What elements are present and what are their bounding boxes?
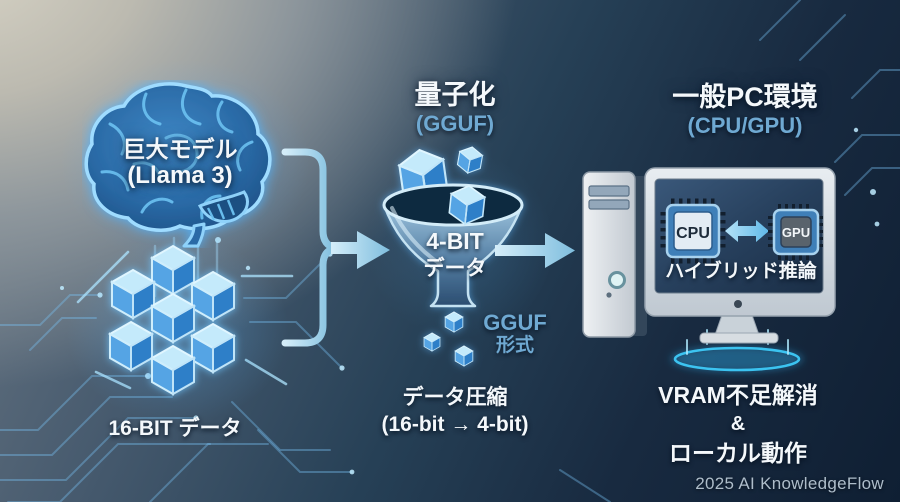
brain-icon (84, 82, 272, 248)
cpu-chip-label: CPU (676, 225, 710, 242)
gguf-format-line2: 形式 (495, 335, 534, 357)
glow-platform (671, 346, 803, 372)
tower-led (606, 292, 612, 298)
gguf-format-line1: GGUF (483, 310, 547, 335)
quantization-subtitle: (GGUF) (415, 111, 495, 136)
16bit-data-label: 16-BIT データ (108, 417, 242, 440)
pc-tower-icon (582, 171, 636, 338)
funnel-4bit-line1: 4-BIT (426, 228, 484, 254)
model-title: 巨大モデル (Llama 3) (95, 136, 265, 190)
flow-arrow-icon (495, 233, 575, 268)
gguf-format-label: GGUF 形式 (475, 310, 555, 357)
benefit-line2: & (730, 413, 746, 436)
cpu-gpu-arrow-icon (725, 220, 769, 242)
monitor-webcam-dot (734, 300, 742, 308)
compression-caption: データ圧縮 (16-bit → 4-bit) (355, 384, 555, 439)
pc-illustration: CPU GPU (582, 167, 836, 372)
benefits-label: VRAM不足解消 & ローカル動作 (638, 380, 838, 469)
compression-caption-line1: データ圧縮 (402, 386, 508, 409)
compression-caption-line2: (16-bit → 4-bit) (381, 413, 529, 437)
pc-env-subtitle: (CPU/GPU) (687, 113, 803, 138)
benefit-line3: ローカル動作 (669, 440, 807, 467)
model-title-line2: (Llama 3) (127, 162, 233, 190)
tower-power-button (608, 271, 626, 289)
merge-bracket-arrow-icon (281, 148, 390, 347)
tower-vent-slot (588, 185, 630, 197)
pc-env-title: 一般PC環境 (672, 82, 818, 112)
16bit-cube-cluster-icon (109, 245, 235, 395)
tower-vent-slot (588, 199, 630, 210)
credit-text: 2025 AI KnowledgeFlow (695, 474, 884, 493)
cpu-chip-icon: CPU (660, 198, 726, 264)
benefit-line1: VRAM不足解消 (658, 382, 818, 408)
gpu-chip-icon: GPU (768, 204, 823, 260)
model-title-line1: 巨大モデル (122, 136, 238, 162)
funnel-4bit-line2: データ (423, 256, 487, 280)
gpu-chip-label: GPU (782, 225, 810, 240)
quantization-title: 量子化 (414, 80, 496, 110)
hybrid-inference-label: ハイブリッド推論 (665, 261, 817, 282)
funnel-4bit-label: 4-BIT データ (395, 228, 515, 281)
